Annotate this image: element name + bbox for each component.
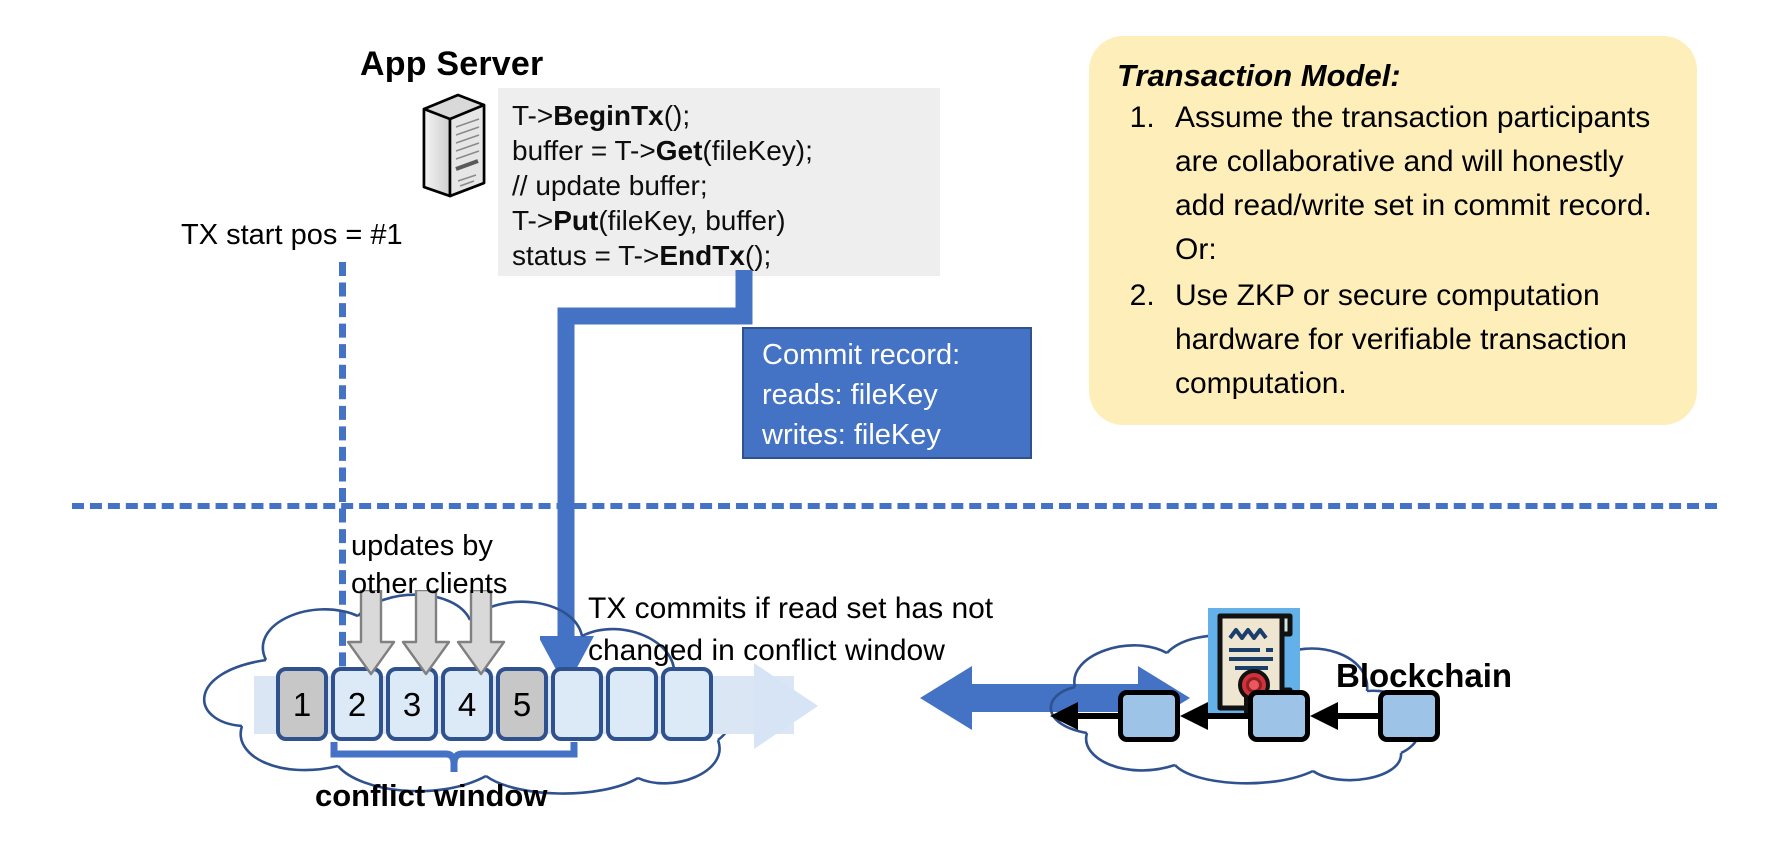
tx-commits-line: changed in conflict window <box>588 634 945 667</box>
transaction-model-item: Use ZKP or secure computation hardware f… <box>1163 274 1671 406</box>
blockchain-block[interactable] <box>1248 690 1310 742</box>
code-token: T-> <box>512 205 554 236</box>
updates-label-line: other clients <box>351 568 508 600</box>
commit-record-box: Commit record: reads: fileKey writes: fi… <box>742 327 1032 459</box>
tx-start-dashed-line <box>339 262 346 728</box>
commit-record-title: Commit record: <box>762 339 961 371</box>
tx-commits-line: TX commits if read set has not <box>588 592 994 625</box>
code-snippet-box: T->BeginTx(); buffer = T->Get(fileKey); … <box>498 88 940 276</box>
code-line-3: // update buffer; <box>512 168 940 203</box>
code-line-2: buffer = T->Get(fileKey); <box>512 133 940 168</box>
conflict-window-label: conflict window <box>315 778 548 813</box>
ledger-cell[interactable] <box>551 667 603 741</box>
blockchain-block-chain <box>1050 690 1440 756</box>
tx-start-pos-label: TX start pos = #1 <box>181 219 403 251</box>
ledger-cell[interactable]: 4 <box>441 667 493 741</box>
code-line-4: T->Put(fileKey, buffer) <box>512 203 940 238</box>
code-token: T-> <box>512 100 554 131</box>
commit-flow-arrow <box>538 270 800 710</box>
code-token-bold: EndTx <box>659 240 745 271</box>
code-token: (); <box>744 240 772 271</box>
tx-commits-condition-label: TX commits if read set has not changed i… <box>588 588 993 672</box>
app-server-title: App Server <box>360 45 544 83</box>
server-tower-icon <box>418 93 488 198</box>
ledger-cell[interactable]: 3 <box>386 667 438 741</box>
code-token-bold: BeginTx <box>553 100 664 131</box>
commit-record-writes: writes: fileKey <box>762 419 941 451</box>
code-token: (fileKey); <box>702 135 813 166</box>
conflict-window-brace <box>330 742 578 778</box>
commit-record-reads: reads: fileKey <box>762 379 938 411</box>
layer-divider-dashed-line <box>72 503 1717 509</box>
ledger-growth-arrow <box>754 655 826 757</box>
code-token: (); <box>663 100 691 131</box>
ledger-cell[interactable]: 2 <box>331 667 383 741</box>
ledger-cell-row: 1 2 3 4 5 <box>276 667 756 741</box>
code-line-1: T->BeginTx(); <box>512 98 940 133</box>
ledger-cell[interactable]: 5 <box>496 667 548 741</box>
transaction-model-title: Transaction Model: <box>1117 58 1401 93</box>
code-token: (fileKey, buffer) <box>598 205 786 236</box>
code-token: status = T-> <box>512 240 660 271</box>
blockchain-block[interactable] <box>1118 690 1180 742</box>
transaction-model-callout: Transaction Model: Assume the transactio… <box>1089 36 1697 425</box>
transaction-model-list: Assume the transaction participants are … <box>1117 96 1671 406</box>
ledger-cell[interactable]: 1 <box>276 667 328 741</box>
blockchain-label: Blockchain <box>1336 657 1513 694</box>
code-token-bold: Put <box>553 205 599 236</box>
code-token: buffer = T-> <box>512 135 656 166</box>
updates-label-line: updates by <box>351 530 493 562</box>
ledger-cell[interactable] <box>606 667 658 741</box>
transaction-model-item: Assume the transaction participants are … <box>1163 96 1671 272</box>
ledger-cell[interactable] <box>661 667 713 741</box>
updates-by-other-clients-label: updates by other clients <box>351 527 507 603</box>
blockchain-block[interactable] <box>1378 690 1440 742</box>
code-token-bold: Get <box>655 135 703 166</box>
code-line-5: status = T->EndTx(); <box>512 238 940 273</box>
code-token: // update buffer; <box>512 170 708 201</box>
other-client-update-arrows <box>345 588 605 680</box>
